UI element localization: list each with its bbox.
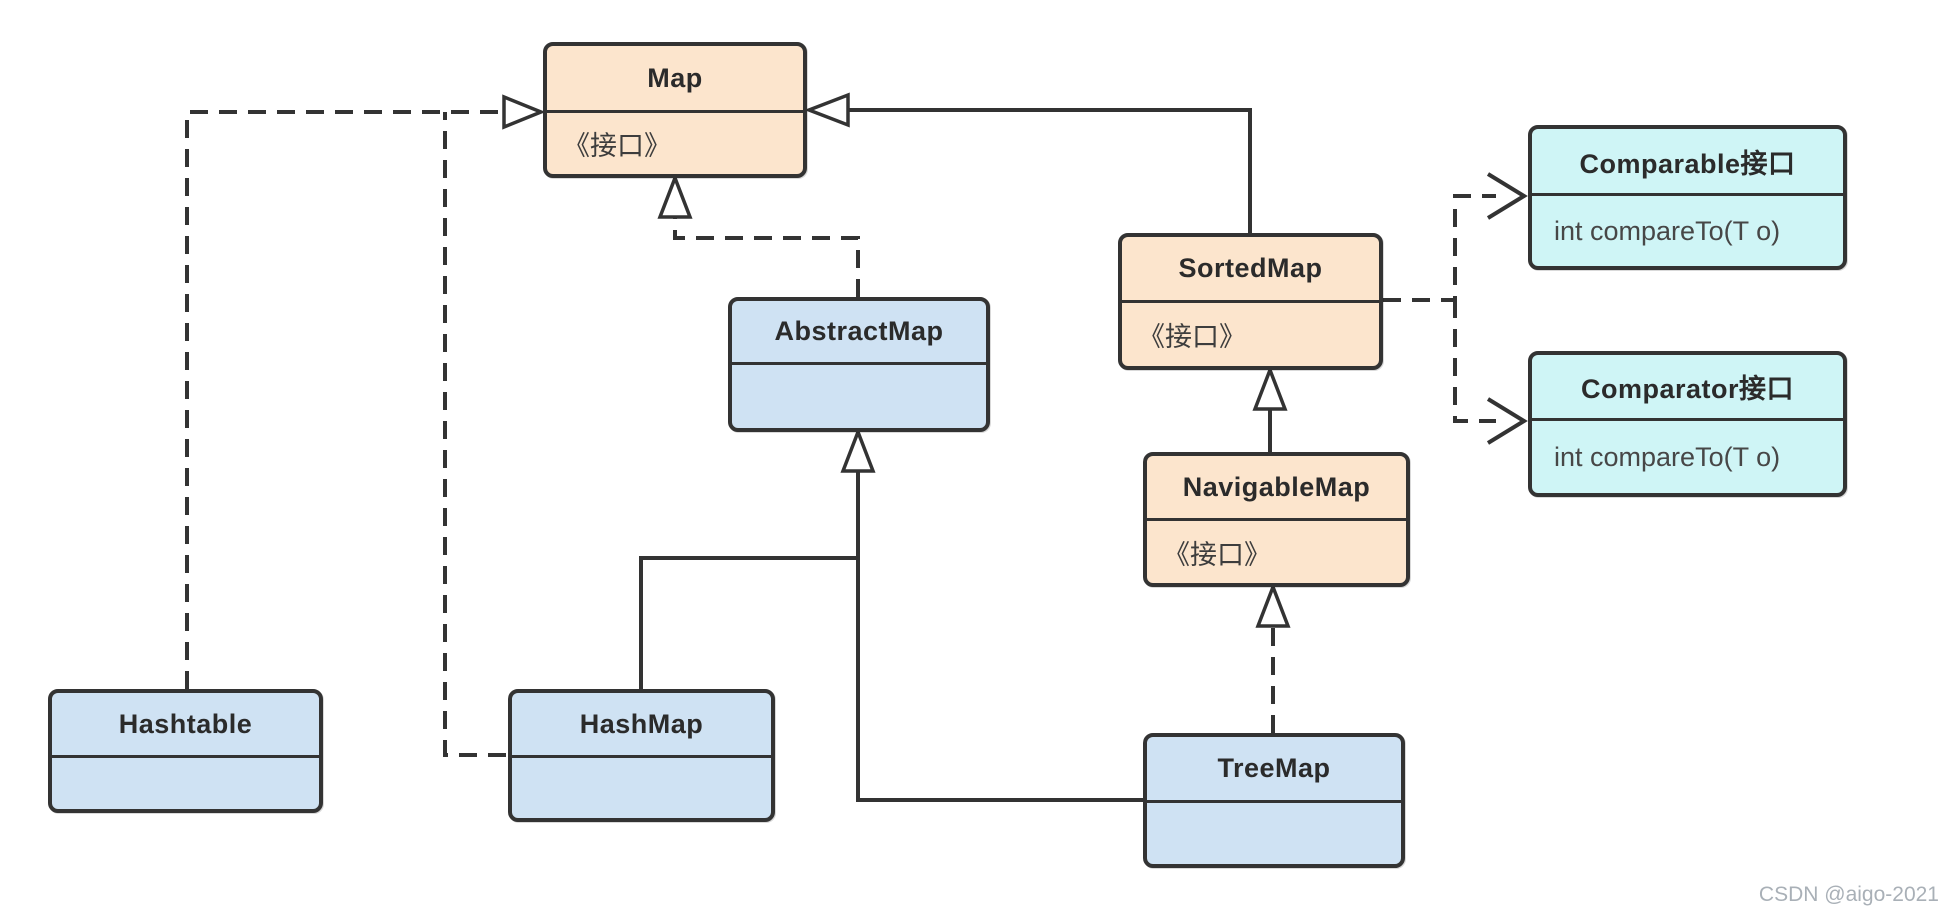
generalization-arrowhead-sortedmap-bottom-icon [1252, 365, 1288, 411]
class-box-abstractmap: AbstractMap [728, 297, 990, 432]
realization-arrowhead-navigablemap-bottom-icon [1255, 582, 1291, 628]
stereotype-sortedmap: 《接口》 [1138, 322, 1246, 352]
class-title-treemap: TreeMap [1147, 737, 1401, 803]
class-box-sortedmap: SortedMap 《接口》 [1118, 233, 1383, 370]
class-box-hashtable: Hashtable [48, 689, 323, 813]
class-title-hashtable: Hashtable [52, 693, 319, 758]
dependency-arrowhead-comparable-icon [1486, 172, 1528, 220]
realization-arrowhead-map-bottom-icon [657, 173, 693, 219]
edge-sortedmap-uses-comparator [1453, 300, 1528, 445]
edge-sortedmap-uses-comparable [1383, 172, 1528, 302]
class-box-comparator: Comparator接口 int compareTo(T o) [1528, 351, 1847, 497]
dependency-arrowhead-comparator-icon [1486, 397, 1528, 445]
edge-hashmap-extends-abstractmap [639, 556, 858, 689]
class-box-map: Map 《接口》 [543, 42, 807, 178]
edge-sortedmap-extends-map [804, 92, 1252, 233]
class-title-comparable: Comparable接口 [1532, 129, 1843, 196]
watermark: CSDN @aigo-2021 [1758, 883, 1939, 906]
edge-hashtable-implements-map [185, 110, 502, 689]
class-title-navigablemap: NavigableMap [1147, 456, 1406, 521]
stereotype-map: 《接口》 [563, 131, 671, 161]
method-comparator: int compareTo(T o) [1554, 441, 1781, 472]
class-body-hashtable [52, 758, 319, 809]
edge-treemap-implements-navigablemap [1255, 582, 1291, 733]
class-title-comparator: Comparator接口 [1532, 355, 1843, 421]
class-box-navigablemap: NavigableMap 《接口》 [1143, 452, 1410, 587]
class-title-sortedmap: SortedMap [1122, 237, 1379, 303]
class-body-treemap [1147, 803, 1401, 864]
class-box-hashmap: HashMap [508, 689, 775, 822]
realization-arrowhead-map-left-icon [502, 94, 546, 130]
class-body-hashmap [512, 758, 771, 818]
class-body-abstractmap [732, 365, 986, 428]
generalization-arrowhead-map-right-icon [804, 92, 850, 128]
generalization-arrowhead-abstractmap-bottom-icon [840, 427, 876, 473]
class-title-hashmap: HashMap [512, 693, 771, 758]
edge-abstractmap-implements-map [657, 173, 860, 297]
class-box-comparable: Comparable接口 int compareTo(T o) [1528, 125, 1847, 270]
edge-navigablemap-extends-sortedmap [1252, 365, 1288, 452]
class-box-treemap: TreeMap [1143, 733, 1405, 868]
edge-hashmap-implements-map [443, 112, 506, 757]
method-comparable: int compareTo(T o) [1554, 215, 1781, 246]
class-title-map: Map [547, 46, 803, 113]
stereotype-navigablemap: 《接口》 [1163, 539, 1271, 570]
edge-treemap-extends-abstractmap [840, 427, 1143, 802]
class-title-abstractmap: AbstractMap [732, 301, 986, 365]
